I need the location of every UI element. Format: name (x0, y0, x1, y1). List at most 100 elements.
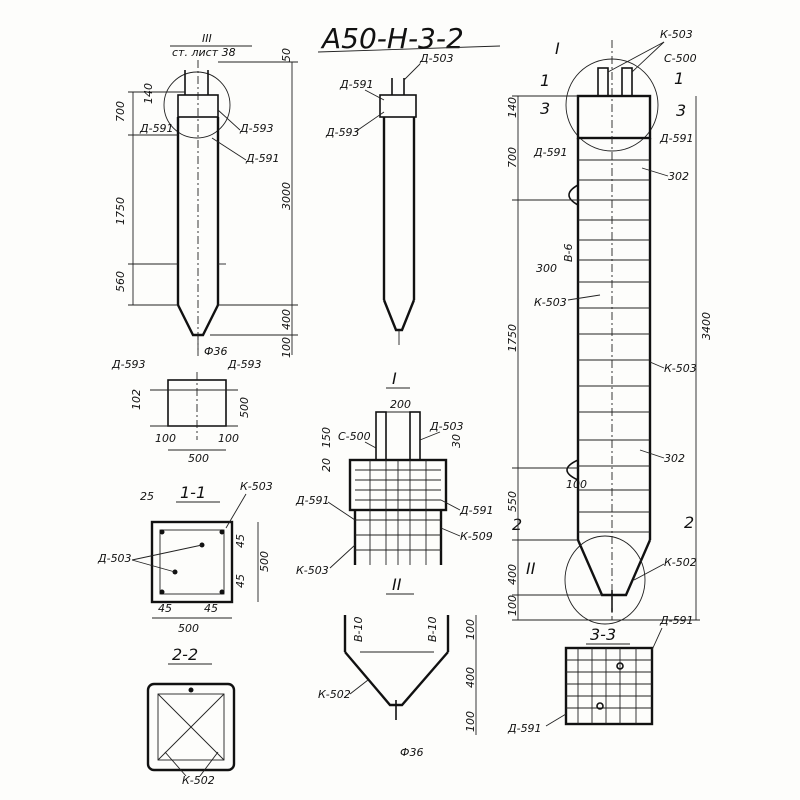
side-pile-head (379, 94, 417, 118)
label-d591-detail-r: Д-591 (459, 504, 494, 517)
detail-loop-right (409, 411, 421, 461)
dim-500-d: 500 (178, 622, 199, 635)
section-3-3-label: 3-3 (590, 625, 616, 644)
label-d591-left: Д-591 (139, 122, 174, 135)
leader (327, 501, 356, 521)
dim-100-b: 100 (218, 432, 239, 445)
leader (131, 559, 176, 573)
right-tip (576, 539, 652, 597)
leader (639, 449, 665, 459)
dim-45-c: 45 (234, 534, 247, 548)
cut-1-right: 1 (674, 69, 684, 88)
label-302-a: 302 (668, 170, 689, 183)
label-d591-s33-b: Д-591 (507, 722, 542, 735)
section-1-1: 1-1 К-503 Д-503 25 45 45 45 45 500 500 (97, 480, 273, 635)
label-k503-mid: К-503 (534, 296, 567, 309)
rebar (219, 589, 225, 595)
leader (545, 713, 567, 727)
section-2-2-label: 2-2 (172, 645, 198, 664)
dim-500-b: 500 (188, 452, 209, 465)
detail-i: I 200 С-500 Д-503 Д-591 Д-591 (295, 369, 494, 577)
cut-2-right: 2 (684, 513, 694, 532)
dim-400-ii: 400 (464, 667, 477, 688)
pile-elevation-left: 700 140 1750 560 50 3000 400 100 Д-593 Д… (114, 48, 298, 358)
dim-500-a: 500 (238, 397, 251, 418)
label-s500: С-500 (338, 430, 371, 443)
lifting-loop (566, 459, 579, 481)
dim-1750: 1750 (114, 197, 127, 225)
pile-elevation-side: Д-503 Д-591 Д-593 (325, 52, 454, 345)
side-tip (382, 299, 416, 332)
leader (349, 679, 369, 695)
leader (131, 544, 203, 561)
detail-circle-i (163, 71, 231, 139)
leader (403, 63, 421, 81)
leader (164, 751, 187, 777)
label-d591-s33: Д-591 (659, 614, 694, 627)
right-head (576, 94, 652, 140)
label-d591-detail: Д-591 (295, 494, 330, 507)
label-k503-top: К-503 (660, 28, 693, 41)
dim-100-ii-b: 100 (464, 711, 477, 732)
inner-square (157, 693, 225, 761)
dim-500-c: 500 (258, 551, 271, 572)
section-1-1-label: 1-1 (180, 483, 206, 502)
leader (631, 41, 665, 73)
section-3-3-grid (566, 648, 652, 724)
dim-25: 25 (140, 490, 154, 503)
rebar (616, 662, 624, 670)
label-b10-a: В-10 (352, 616, 365, 642)
rebar (219, 529, 225, 535)
ref-bottom: ст. лист 38 (172, 46, 236, 59)
label-d593-a: Д-593 (111, 358, 146, 371)
label-d593: Д-593 (239, 122, 274, 135)
lifting-loop (568, 184, 579, 206)
label-phi36: Ф36 (204, 345, 227, 358)
label-k509: К-509 (460, 530, 493, 543)
label-b10-b: В-10 (426, 616, 439, 642)
leader (440, 527, 461, 537)
label-k503-detail: К-503 (296, 564, 329, 577)
section-2-2-square (146, 682, 236, 772)
rebar (596, 702, 604, 710)
label-300: 300 (536, 262, 557, 275)
ref-top: III (202, 32, 212, 45)
cut-1-left: 1 (540, 71, 550, 90)
label-d503-a: Д-503 (97, 552, 132, 565)
dim-140-r: 140 (506, 97, 519, 118)
title-underline (317, 45, 501, 53)
dim-50: 50 (280, 48, 293, 62)
dim-140: 140 (142, 83, 155, 104)
dim-400-r: 400 (506, 564, 519, 585)
label-d591: Д-591 (245, 152, 280, 165)
dim-200: 200 (390, 398, 411, 411)
rebar (159, 529, 165, 535)
rebar (159, 589, 165, 595)
label-d503-detail: Д-503 (429, 420, 464, 433)
leader (567, 294, 601, 301)
label-k502-detail: К-502 (318, 688, 351, 701)
dim-45-b: 45 (204, 602, 218, 615)
detail-ii: II В-10 В-10 К-502 Ф36 100 400 100 (318, 575, 477, 759)
leader (641, 167, 669, 177)
dim-45-a: 45 (158, 602, 172, 615)
leader (364, 441, 377, 449)
rebar (188, 687, 194, 693)
label-b6: В-6 (562, 243, 575, 262)
section-3-3-square (564, 646, 654, 726)
label-k502-right: К-502 (664, 556, 697, 569)
label-d593-mid: Д-593 (325, 126, 360, 139)
leader (649, 361, 665, 369)
dim-3000: 3000 (280, 182, 293, 210)
label-s500-top: С-500 (664, 52, 697, 65)
leader (633, 563, 665, 581)
dim-100-a: 100 (155, 432, 176, 445)
leader (607, 41, 665, 73)
cut-2-left: 2 (512, 515, 522, 534)
dim-700: 700 (114, 101, 127, 122)
dim-1750-r: 1750 (506, 324, 519, 352)
stirrups (578, 159, 650, 533)
label-d593-b: Д-593 (227, 358, 262, 371)
